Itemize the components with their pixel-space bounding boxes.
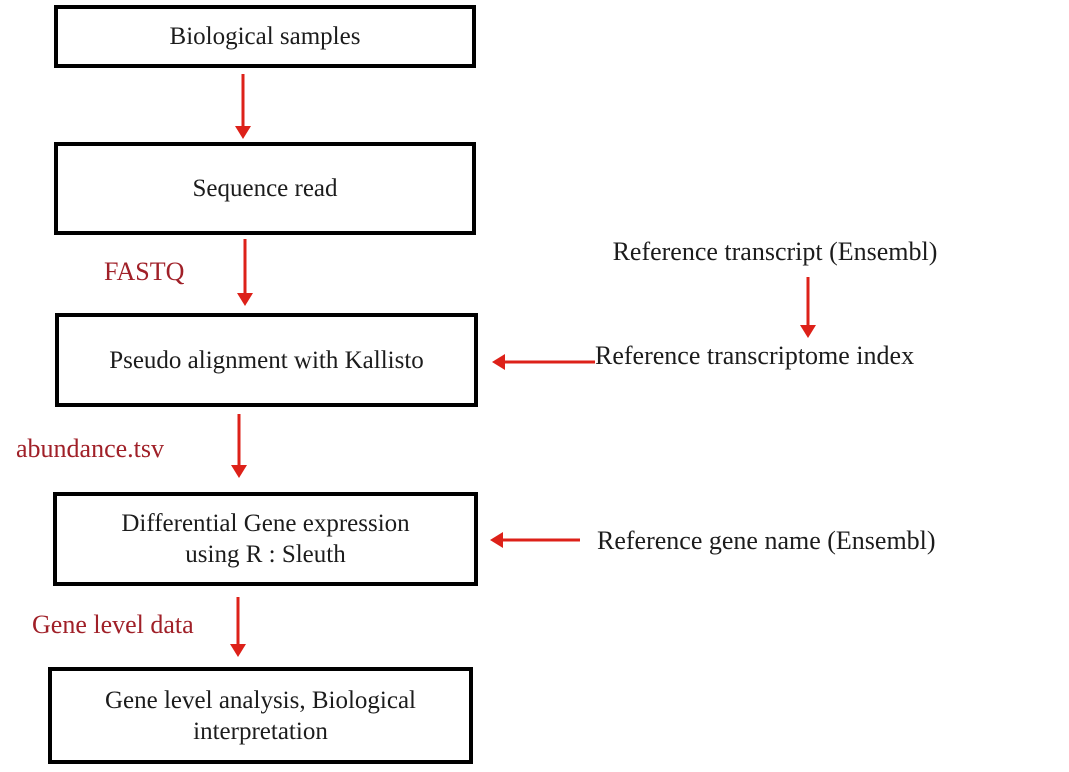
arrow-down-kallisto-to-sleuth-icon	[231, 414, 247, 478]
side-label-reference-transcript: Reference transcript (Ensembl)	[612, 237, 938, 266]
box-gene-level-analysis-line1: Gene level analysis, Biological	[104, 686, 417, 714]
side-label-reference-gene-name: Reference gene name (Ensembl)	[597, 526, 936, 555]
box-sequence-read-label: Sequence read	[192, 175, 338, 202]
edge-label-fastq: FASTQ	[104, 257, 185, 286]
box-gene-level-analysis: Gene level analysis, Biological interpre…	[48, 667, 473, 764]
arrow-down-samples-to-sequence-icon	[235, 74, 251, 139]
edge-label-abundance-tsv: abundance.tsv	[16, 434, 165, 463]
arrow-down-transcript-to-index-icon	[800, 277, 816, 338]
box-biological-samples: Biological samples	[54, 5, 476, 68]
edge-label-gene-level-data: Gene level data	[32, 610, 194, 639]
arrow-left-genename-to-sleuth-icon	[490, 532, 580, 548]
arrow-left-index-to-kallisto-icon	[492, 354, 595, 370]
box-differential-expression: Differential Gene expression using R : S…	[53, 492, 478, 586]
box-differential-expression-line1: Differential Gene expression	[121, 510, 410, 537]
box-sequence-read: Sequence read	[54, 142, 476, 235]
box-pseudo-alignment: Pseudo alignment with Kallisto	[55, 313, 478, 407]
box-differential-expression-line2: using R : Sleuth	[185, 541, 346, 568]
box-biological-samples-label: Biological samples	[169, 23, 361, 50]
arrow-down-sequence-to-kallisto-icon	[237, 239, 253, 306]
side-label-reference-transcriptome-index: Reference transcriptome index	[595, 341, 915, 370]
box-gene-level-analysis-line2: interpretation	[193, 717, 328, 745]
box-pseudo-alignment-label: Pseudo alignment with Kallisto	[109, 346, 424, 374]
arrow-down-sleuth-to-analysis-icon	[230, 597, 246, 657]
